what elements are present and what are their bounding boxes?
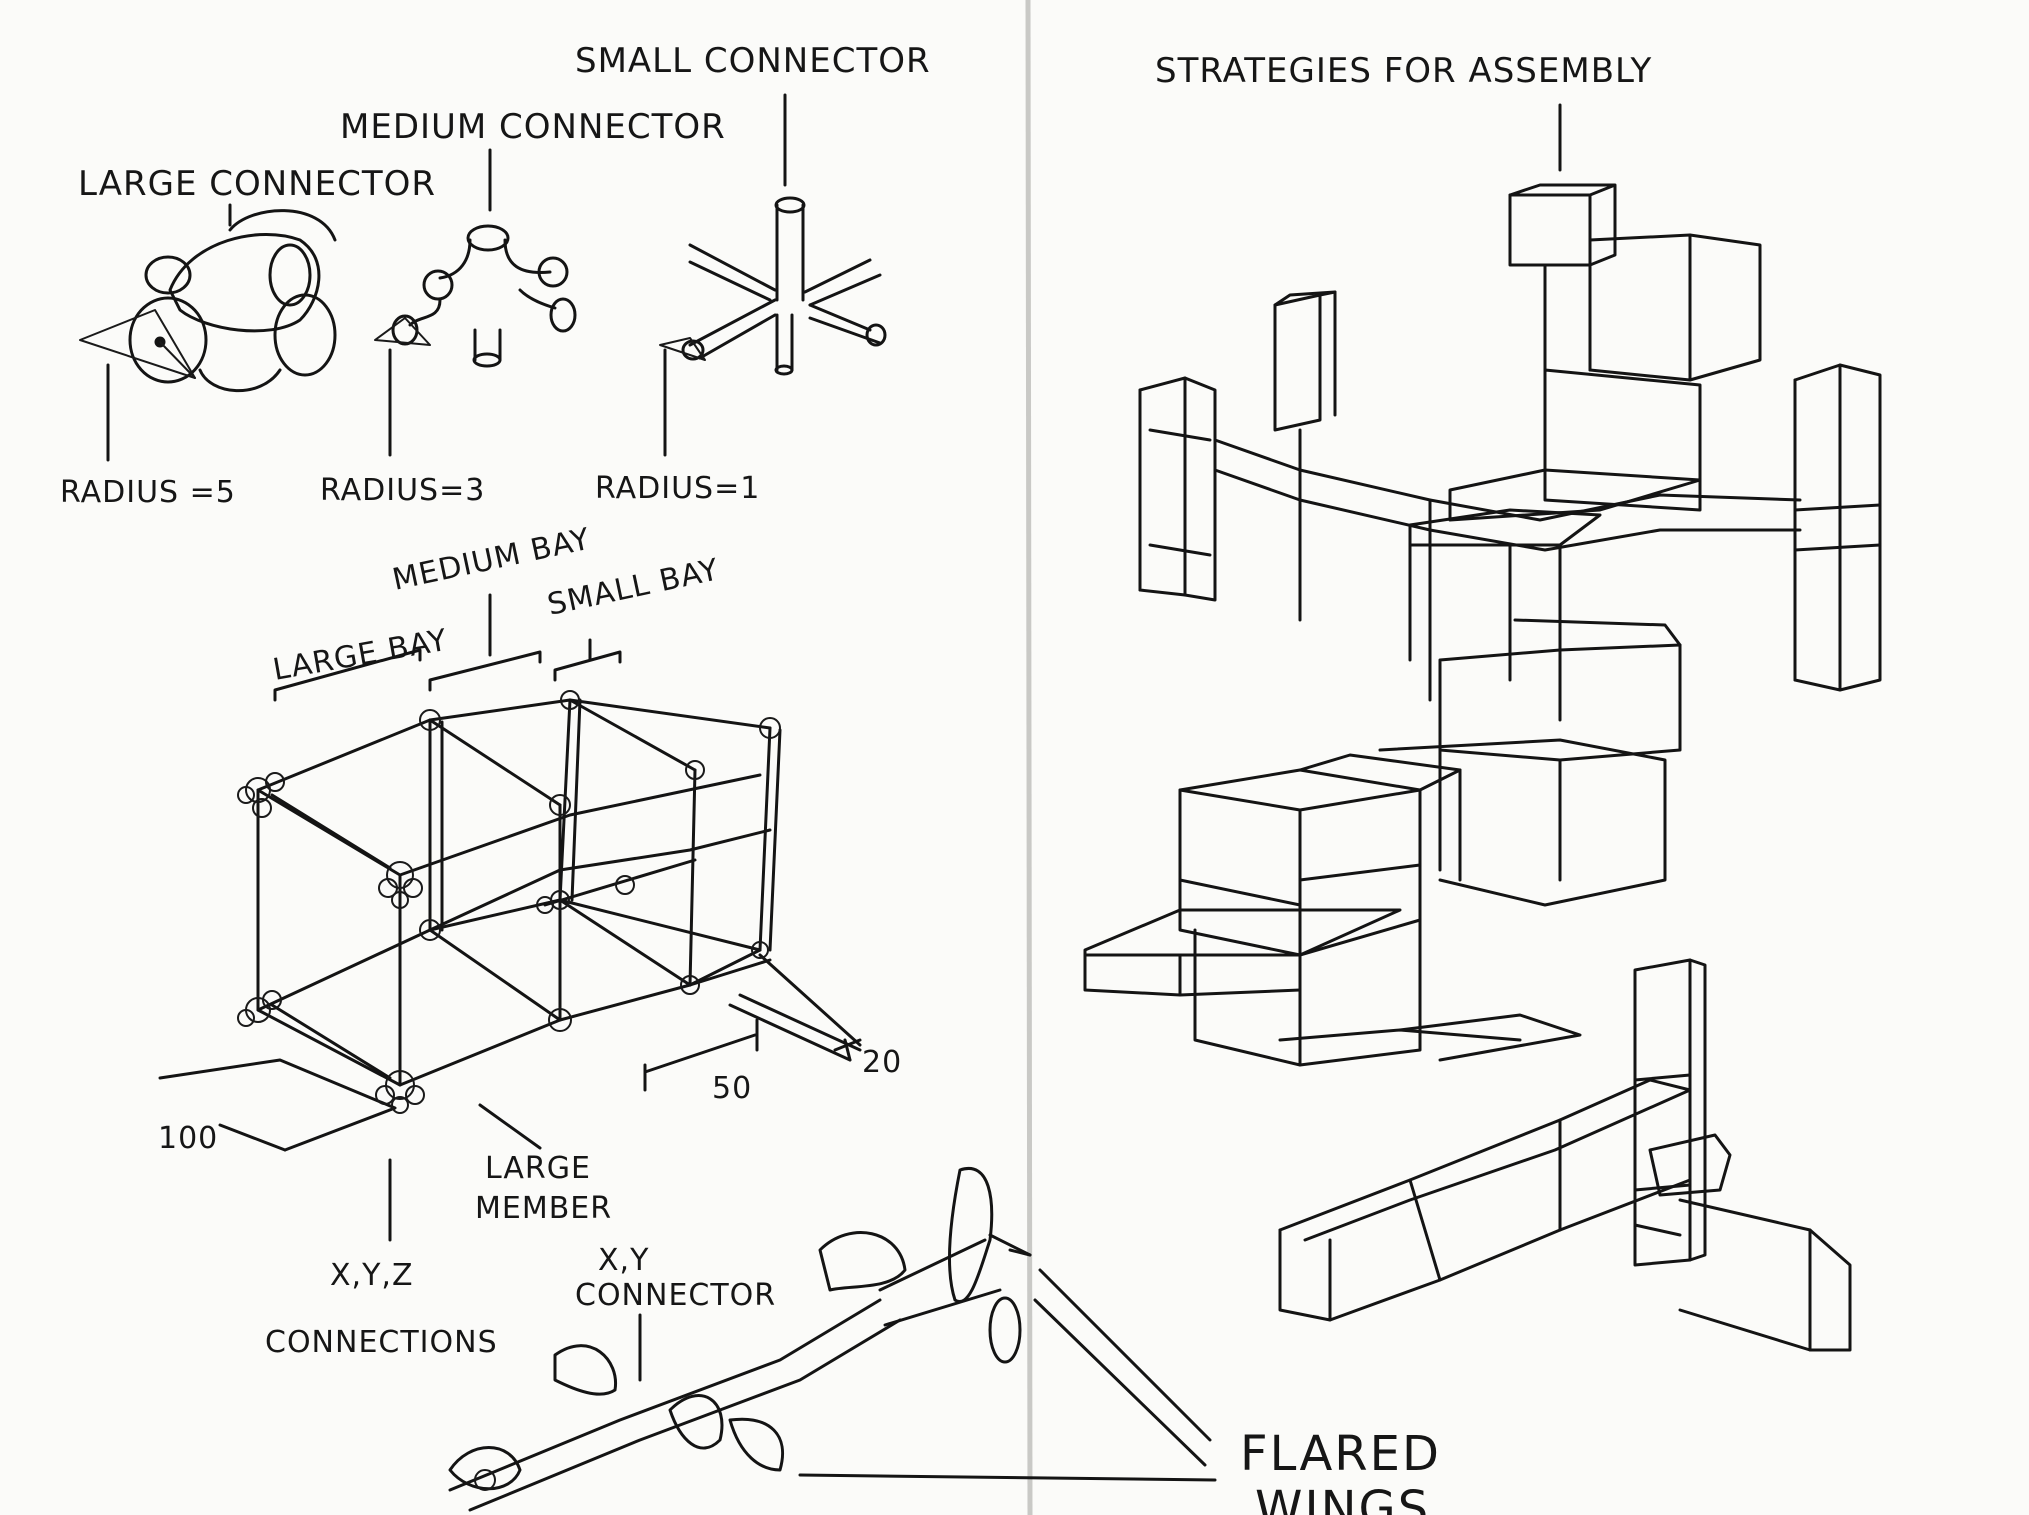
label-dim-50: 50 — [712, 1071, 752, 1106]
label-small-connector: SMALL CONNECTOR — [575, 41, 931, 81]
flared-wing-leaders-right — [1008, 1248, 1212, 1467]
label-dim-100: 100 — [158, 1121, 218, 1156]
page-gutter — [1025, 0, 1033, 1515]
label-flared-1: FLARED — [1240, 1426, 1441, 1482]
flared-wing-leader — [798, 1473, 1217, 1482]
medium-connector-sketch — [374, 224, 577, 368]
label-dim-20: 20 — [862, 1045, 902, 1080]
label-radius-small: RADIUS=1 — [595, 471, 760, 506]
small-connector-sketch — [659, 196, 887, 376]
label-xy-2: CONNECTOR — [575, 1278, 776, 1313]
leader-lines-connectors — [106, 93, 787, 462]
label-radius-large: RADIUS =5 — [60, 475, 236, 510]
right-page: STRATEGIES FOR ASSEMBLY FLARED WINGS — [1008, 51, 1882, 1515]
label-large-member-2: MEMBER — [475, 1191, 612, 1226]
label-large-member-1: LARGE — [485, 1151, 591, 1186]
label-xy-1: X,Y — [598, 1243, 649, 1278]
label-radius-medium: RADIUS=3 — [320, 473, 485, 508]
space-frame-sketch — [158, 690, 862, 1152]
assembly-strategy-sketch — [1083, 183, 1882, 1352]
large-connector-sketch — [79, 209, 337, 393]
label-flared-2: WINGS — [1255, 1481, 1430, 1515]
bay-dimension-marks — [273, 593, 622, 702]
label-xyz-1: X,Y,Z — [330, 1258, 414, 1293]
leader-lines-lower — [388, 1103, 642, 1382]
label-xyz-2: CONNECTIONS — [265, 1325, 498, 1360]
label-large-connector: LARGE CONNECTOR — [78, 164, 436, 204]
label-medium-connector: MEDIUM CONNECTOR — [340, 107, 726, 147]
flared-wing-connector-sketch — [448, 1166, 1032, 1512]
label-strategies: STRATEGIES FOR ASSEMBLY — [1155, 51, 1652, 91]
